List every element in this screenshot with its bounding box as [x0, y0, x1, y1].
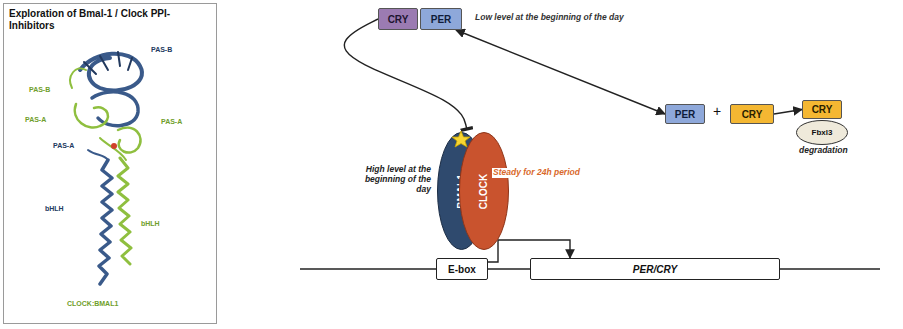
domain-label: PAS-A — [24, 116, 47, 124]
annotation-text: Low level at the beginning of the day — [474, 13, 625, 23]
node-text: CLOCK — [479, 173, 490, 209]
inhibition-arrow — [344, 19, 466, 129]
annotation-text: Steady for 24h period — [492, 168, 581, 178]
node-text: CRY — [812, 104, 833, 115]
node-text: PER — [431, 14, 452, 25]
domain-label: PAS-A — [160, 118, 183, 126]
cry-box: CRY — [378, 8, 418, 30]
figure-panel: Exploration of Bmal-1 / Clock PPI-Inhibi… — [3, 3, 217, 324]
cry-box: CRY — [730, 104, 774, 124]
node-text: PER/CRY — [633, 264, 677, 275]
domain-label: bHLH — [44, 205, 65, 213]
per-box: PER — [665, 104, 705, 124]
flow-arrow — [774, 110, 802, 115]
ebox-box: E-box — [436, 258, 488, 280]
node-text: CRY — [388, 14, 409, 25]
ellipse-shape — [460, 133, 509, 250]
node-text: PER — [675, 109, 696, 120]
node-text: E-box — [448, 264, 476, 275]
annotation-text: High level at the beginning of the day — [352, 165, 432, 194]
per-box: PER — [420, 8, 462, 30]
gene-box: PER/CRY — [530, 258, 780, 280]
node-text: Fbxl3 — [812, 128, 833, 137]
cry-box: CRY — [802, 100, 842, 119]
domain-label: CLOCK:BMAL1 — [66, 300, 119, 308]
annotation-text: + — [712, 103, 722, 119]
domain-label: PAS-A — [52, 142, 75, 150]
fbxl3-ellipse: Fbxl3 — [796, 120, 848, 145]
annotation-text: degradation — [798, 146, 849, 156]
domain-label: PAS-B — [150, 46, 173, 54]
domain-label: bHLH — [140, 220, 161, 228]
ellipse-shape — [797, 121, 848, 145]
domain-label: PAS-B — [28, 86, 51, 94]
protein-structure — [70, 52, 142, 284]
node-text: CRY — [742, 109, 763, 120]
clock-oval: CLOCK — [459, 132, 509, 250]
panel-title: Exploration of Bmal-1 / Clock PPI-Inhibi… — [9, 8, 179, 32]
equilibrium-arrow — [456, 30, 665, 114]
